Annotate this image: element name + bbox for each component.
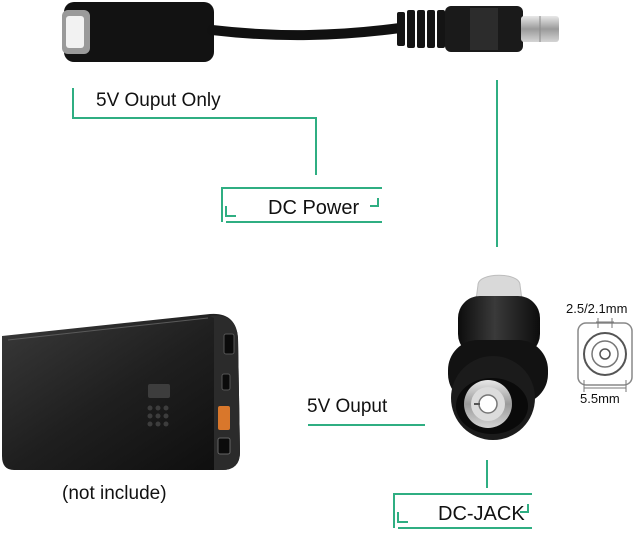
power-bank — [2, 313, 240, 470]
label-inner-diameter: 2.5/2.1mm — [566, 301, 628, 316]
dc-jack-closeup — [448, 274, 548, 440]
label-5v-output: 5V Ouput — [307, 396, 388, 417]
cable — [207, 23, 405, 41]
label-5v-output-only: 5V Ouput Only — [96, 90, 221, 111]
callout-lines — [72, 80, 532, 529]
dimension-diagram — [577, 318, 633, 392]
usb-c-plug — [62, 2, 214, 62]
label-outer-diameter: 5.5mm — [580, 391, 620, 406]
label-dc-jack: DC-JACK — [438, 503, 525, 525]
label-not-included: (not include) — [62, 483, 167, 504]
dc-barrel-plug-top — [397, 6, 559, 52]
label-dc-power: DC Power — [268, 197, 360, 219]
